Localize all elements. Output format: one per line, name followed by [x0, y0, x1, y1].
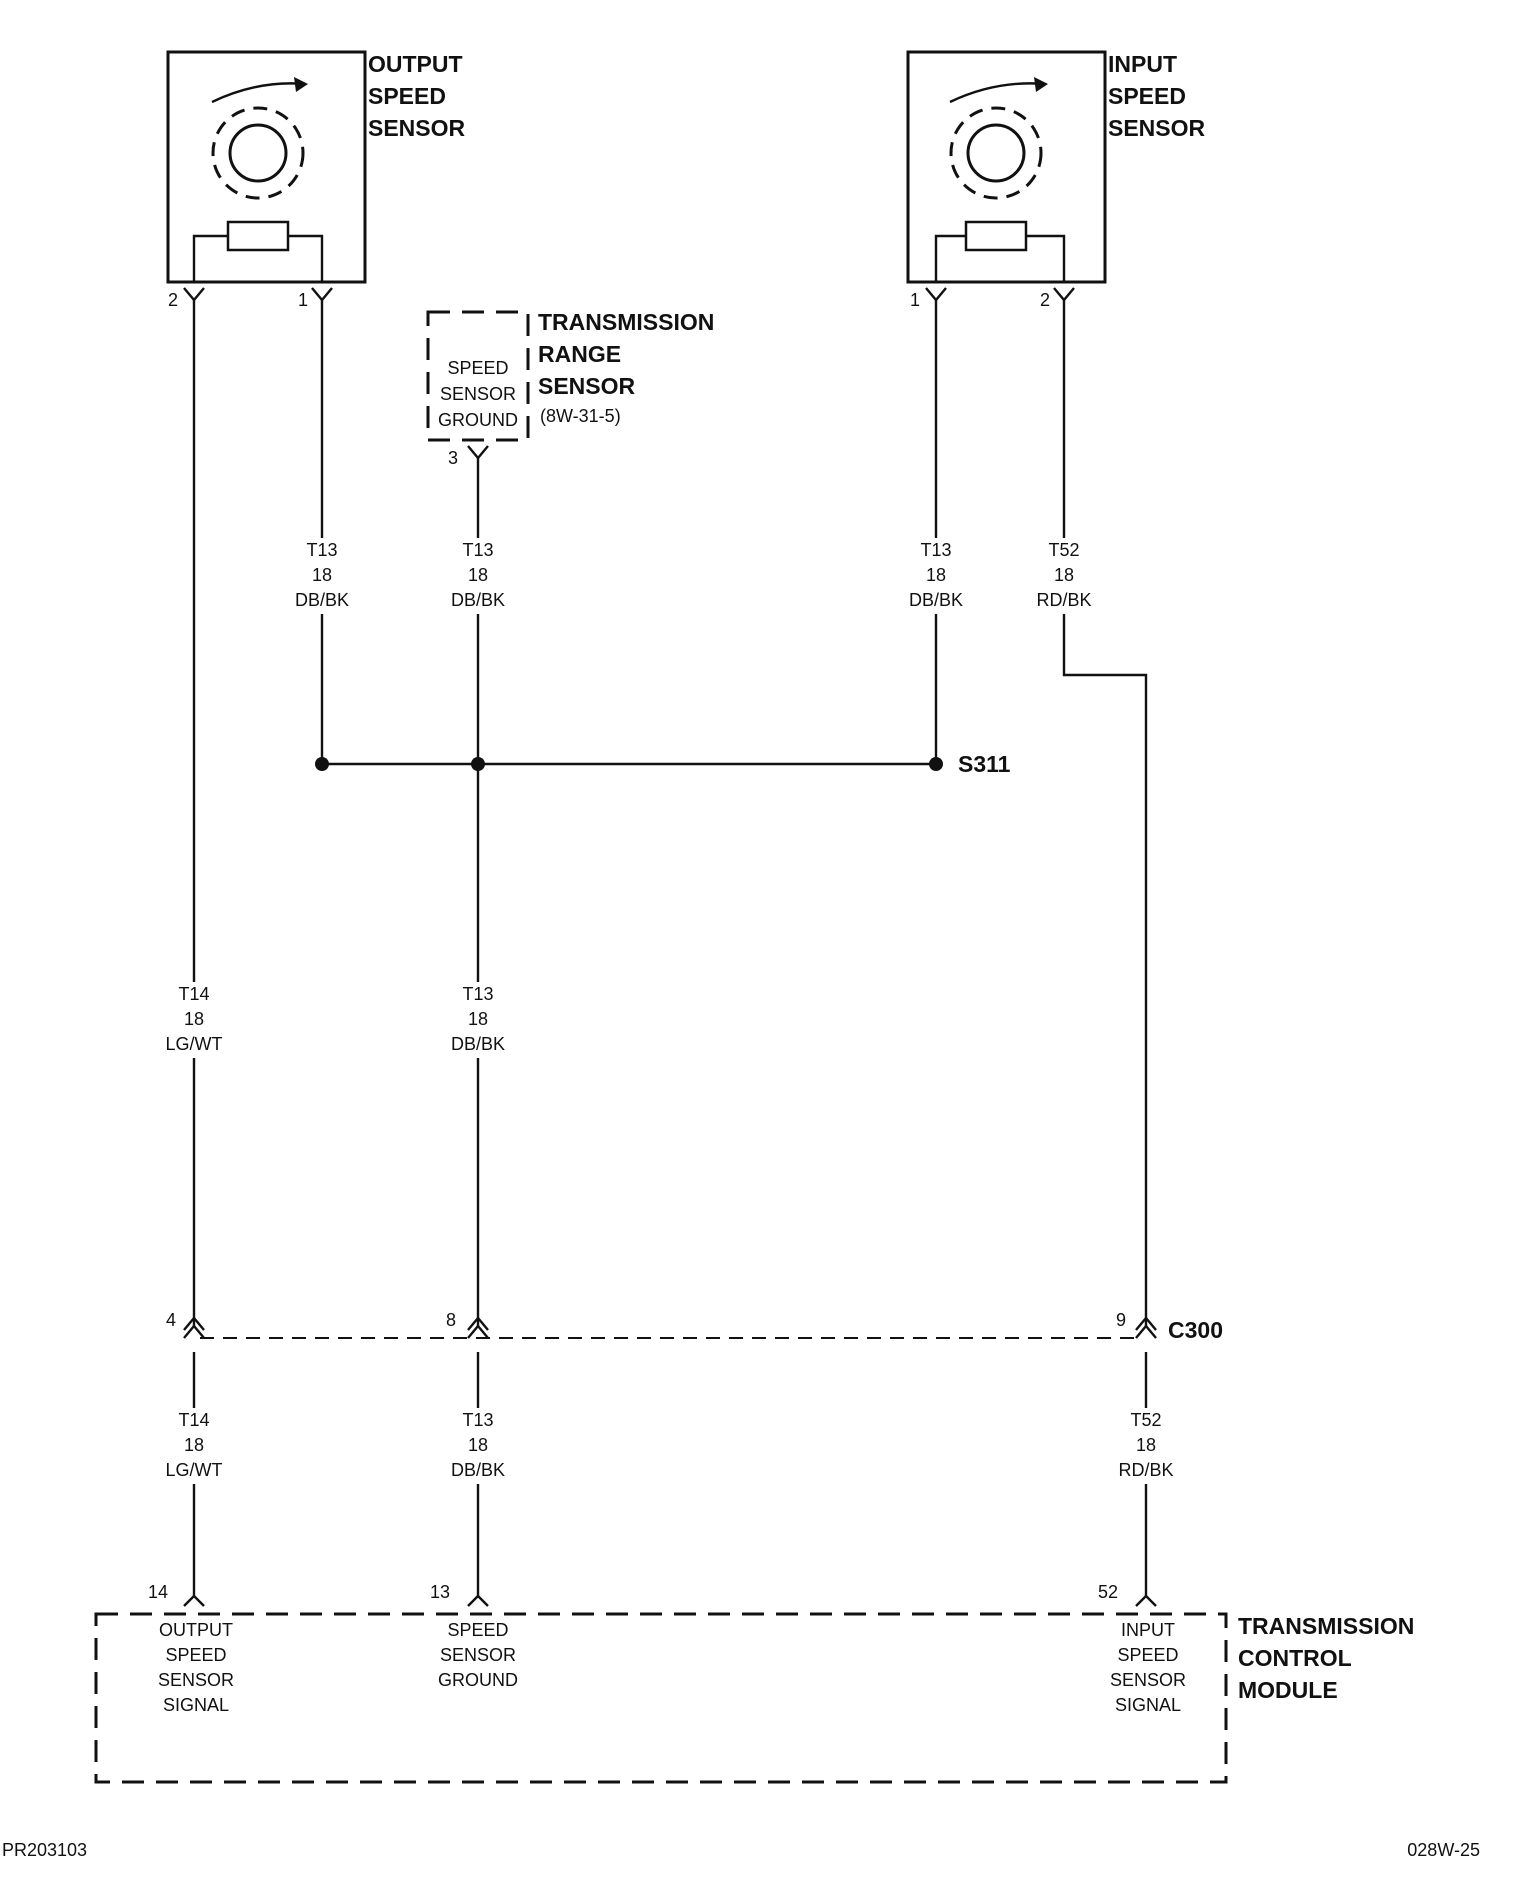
range-sensor-inner-3: GROUND [438, 410, 518, 430]
svg-text:DB/BK: DB/BK [451, 1460, 505, 1480]
tcm-output-label-4: SIGNAL [163, 1695, 229, 1715]
input-speed-sensor: INPUT SPEED SENSOR 1 2 [906, 50, 1206, 310]
svg-text:DB/BK: DB/BK [451, 590, 505, 610]
svg-text:T52: T52 [1048, 540, 1079, 560]
input-sensor-pin-2: 2 [1040, 290, 1050, 310]
svg-text:DB/BK: DB/BK [909, 590, 963, 610]
wire-label-w8: T13 18 DB/BK [451, 1408, 505, 1484]
svg-text:T14: T14 [178, 1410, 209, 1430]
output-speed-sensor: OUTPUT SPEED SENSOR 2 1 [166, 50, 466, 310]
svg-text:RD/BK: RD/BK [1118, 1460, 1173, 1480]
svg-text:DB/BK: DB/BK [451, 1034, 505, 1054]
range-sensor-ref: (8W-31-5) [540, 406, 621, 426]
input-sensor-title-3: SENSOR [1108, 115, 1206, 141]
svg-text:DB/BK: DB/BK [295, 590, 349, 610]
range-sensor-pin-3: 3 [448, 448, 458, 468]
svg-text:T13: T13 [920, 540, 951, 560]
tcm-output-label-3: SENSOR [158, 1670, 234, 1690]
svg-text:18: 18 [184, 1435, 204, 1455]
output-sensor-title-2: SPEED [368, 83, 446, 109]
input-sensor-pin-1: 1 [910, 290, 920, 310]
wire-label-w3: T13 18 DB/BK [909, 538, 963, 614]
svg-text:RD/BK: RD/BK [1036, 590, 1091, 610]
wire-label-w7: T14 18 LG/WT [166, 1408, 223, 1484]
svg-text:T13: T13 [462, 1410, 493, 1430]
svg-text:T13: T13 [462, 984, 493, 1004]
input-sensor-title-2: SPEED [1108, 83, 1186, 109]
input-sensor-title-1: INPUT [1108, 51, 1177, 77]
splice-dot [929, 757, 943, 771]
svg-text:18: 18 [468, 1009, 488, 1029]
tcm-title-1: TRANSMISSION [1238, 1613, 1414, 1639]
resistor-icon [192, 220, 324, 282]
wire-label-w4: T52 18 RD/BK [1036, 538, 1092, 614]
output-sensor-pin-1: 1 [298, 290, 308, 310]
range-sensor-title-2: RANGE [538, 341, 621, 367]
c300-pin-8: 8 [446, 1310, 456, 1330]
output-sensor-title-3: SENSOR [368, 115, 466, 141]
resistor-icon [934, 220, 1066, 282]
splice-label: S311 [958, 751, 1011, 777]
wire-label-w9: T52 18 RD/BK [1118, 1408, 1174, 1484]
svg-text:T13: T13 [306, 540, 337, 560]
footer-left-code: PR203103 [2, 1840, 87, 1860]
tcm-input-label-2: SPEED [1117, 1645, 1178, 1665]
splice-dot [315, 757, 329, 771]
tcm-ground-label-1: SPEED [447, 1620, 508, 1640]
tcm-pin-13: 13 [430, 1582, 450, 1602]
svg-text:18: 18 [184, 1009, 204, 1029]
tcm-input-label-3: SENSOR [1110, 1670, 1186, 1690]
svg-text:T14: T14 [178, 984, 209, 1004]
wire-label-w1: T13 18 DB/BK [295, 538, 349, 614]
connector-c300: 4 8 9 C300 [166, 1310, 1223, 1343]
tcm-output-label-2: SPEED [165, 1645, 226, 1665]
svg-text:LG/WT: LG/WT [166, 1460, 223, 1480]
svg-text:18: 18 [312, 565, 332, 585]
gear-icon [949, 106, 1043, 200]
range-sensor-title-1: TRANSMISSION [538, 309, 714, 335]
c300-label: C300 [1168, 1317, 1223, 1343]
tcm-input-label-1: INPUT [1121, 1620, 1175, 1640]
svg-text:T52: T52 [1130, 1410, 1161, 1430]
svg-text:18: 18 [1136, 1435, 1156, 1455]
splice-dot [471, 757, 485, 771]
footer-right-code: 028W-25 [1407, 1840, 1480, 1860]
wire-label-w6: T13 18 DB/BK [451, 982, 505, 1058]
tcm-ground-label-3: GROUND [438, 1670, 518, 1690]
output-sensor-pin-2: 2 [168, 290, 178, 310]
tcm-pin-52: 52 [1098, 1582, 1118, 1602]
c300-pin-9: 9 [1116, 1310, 1126, 1330]
svg-text:18: 18 [468, 1435, 488, 1455]
wire-paths [192, 300, 1148, 1596]
c300-pin-4: 4 [166, 1310, 176, 1330]
transmission-control-module: 14 13 52 OUTPUT SPEED SENSOR SIGNAL SPEE… [94, 1582, 1414, 1784]
tcm-input-label-4: SIGNAL [1115, 1695, 1181, 1715]
tcm-title-2: CONTROL [1238, 1645, 1352, 1671]
range-sensor-title-3: SENSOR [538, 373, 636, 399]
tcm-title-3: MODULE [1238, 1677, 1338, 1703]
transmission-range-sensor: SPEED SENSOR GROUND TRANSMISSION RANGE S… [426, 309, 714, 468]
output-sensor-title-1: OUTPUT [368, 51, 463, 77]
tcm-ground-label-2: SENSOR [440, 1645, 516, 1665]
wire-label-w5: T14 18 LG/WT [166, 982, 223, 1058]
svg-text:18: 18 [468, 565, 488, 585]
tcm-output-label-1: OUTPUT [159, 1620, 233, 1640]
wire-label-w2: T13 18 DB/BK [451, 538, 505, 614]
svg-text:18: 18 [926, 565, 946, 585]
range-sensor-inner-1: SPEED [447, 358, 508, 378]
svg-text:T13: T13 [462, 540, 493, 560]
gear-icon [211, 106, 305, 200]
svg-text:LG/WT: LG/WT [166, 1034, 223, 1054]
range-sensor-inner-2: SENSOR [440, 384, 516, 404]
tcm-pin-14: 14 [148, 1582, 168, 1602]
splice-s311: S311 [315, 751, 1011, 777]
svg-text:18: 18 [1054, 565, 1074, 585]
